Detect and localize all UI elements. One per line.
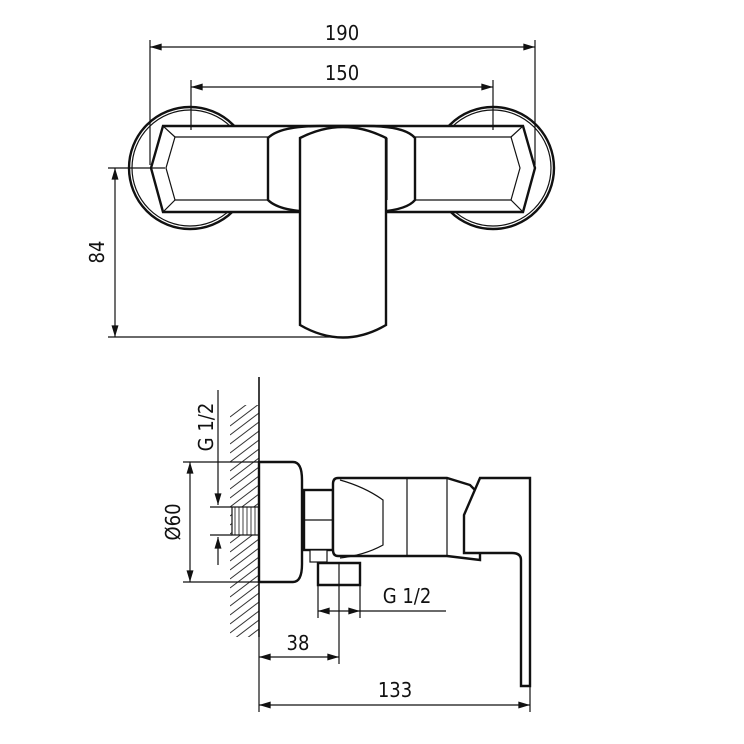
hatch-line: [230, 610, 259, 634]
hatch-line: [230, 547, 259, 571]
dimension-label: G 1/2: [194, 403, 218, 452]
hatch-line: [235, 619, 259, 637]
dimension-133: 133: [258, 637, 531, 712]
hatch-line: [230, 638, 259, 660]
hatch-line: [230, 484, 259, 508]
top-view: 190 150 84: [85, 21, 556, 339]
hatch-line: [230, 430, 259, 454]
connection-nut: [302, 488, 335, 563]
hatch-line: [230, 556, 259, 580]
hatch-line: [230, 475, 259, 499]
dimension-38: 38: [258, 631, 340, 661]
dimension-label: 84: [85, 241, 109, 264]
hatch-line: [230, 592, 259, 616]
hatch-line: [230, 466, 259, 490]
inlet-thread: [231, 506, 260, 536]
hatch-line: [230, 448, 259, 472]
hatch-line: [230, 647, 259, 669]
dimension-label: 38: [287, 631, 310, 655]
hatch-line: [230, 574, 259, 598]
dimension-label: Ø60: [161, 503, 185, 540]
dimension-label: G 1/2: [383, 584, 432, 608]
dimension-190: 190: [149, 21, 536, 165]
lever-handle: [298, 125, 388, 339]
dimension-label: 133: [378, 678, 412, 702]
hatch-line: [230, 565, 259, 589]
lever-side: [462, 476, 532, 688]
hatch-line: [230, 601, 259, 625]
dimension-84: 84: [85, 167, 335, 338]
mixer-body-side: [331, 476, 482, 562]
wall-plate: [257, 460, 304, 584]
hatch-line: [247, 628, 259, 637]
hatch-line: [230, 583, 259, 607]
hatch-line: [230, 538, 259, 562]
hatch-line: [230, 412, 259, 436]
hatch-line: [230, 405, 259, 427]
dimension-inlet-thread: G 1/2: [194, 390, 232, 565]
dimension-outlet-thread: G 1/2: [317, 563, 446, 664]
side-view: G 1/2 Ø60 G 1/2 38 133: [161, 377, 532, 712]
dimension-label: 150: [325, 61, 359, 85]
dimension-label: 190: [325, 21, 359, 45]
hatch-line: [230, 405, 247, 418]
hatch-line: [230, 457, 259, 481]
dimension-150: 150: [190, 61, 494, 130]
wall-hatching: [230, 405, 259, 678]
hatch-line: [230, 656, 259, 678]
hatch-line: [230, 421, 259, 445]
dimension-diameter-60: Ø60: [161, 461, 259, 583]
hatch-line: [230, 439, 259, 463]
